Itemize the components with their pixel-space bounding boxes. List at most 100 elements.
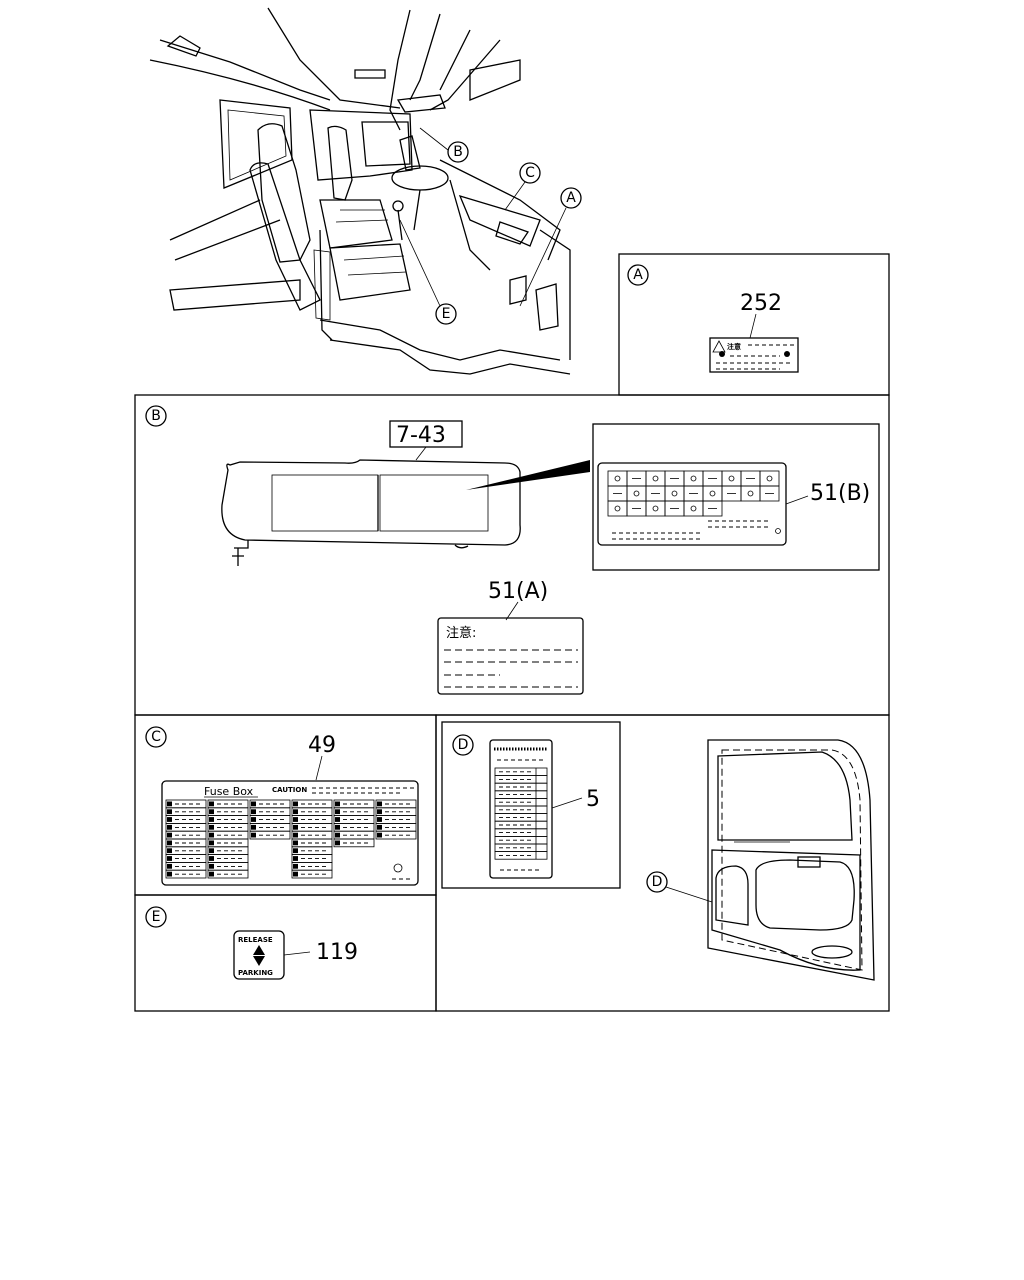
fuse-marker [335,817,340,822]
panel-a: A 252 注意 [618,253,890,396]
part-number-7-43: 7-43 [396,423,446,448]
fuse-marker [293,840,298,846]
fuse-marker [293,871,298,877]
indicator-cell [607,500,628,517]
svg-text:E: E [152,909,161,925]
fuse-slot [375,830,417,840]
svg-text:A: A [633,267,643,283]
indicator-symbol [709,490,716,497]
sun-visor [221,459,521,566]
indicator-cell [702,485,723,502]
fuse-marker [377,824,382,830]
part-number-49: 49 [308,733,336,758]
indicator-cell [683,500,704,517]
indicator-symbol [728,475,735,482]
fuse-marker [377,817,382,822]
indicator-cell [759,470,780,487]
indicator-cell [740,485,761,502]
panel-c: C 49 Fuse Box CAUTION [134,714,437,896]
fuse-marker [167,871,172,877]
callout-a: A [519,187,582,307]
fuse-marker [335,809,340,815]
indicator-cell [645,470,666,487]
fuse-marker [293,848,298,854]
label-51a: 注意: [437,617,584,695]
fuse-marker [209,817,214,822]
part-number-5: 5 [586,787,600,812]
indicator-cell [664,485,685,502]
fuse-marker [167,832,172,838]
cab-interior-illustration [149,7,571,375]
svg-text:A: A [566,190,576,206]
fuse-marker [335,832,340,838]
fuse-marker [167,817,172,822]
fuse-marker [293,817,298,822]
door-illustration [707,739,875,981]
fuse-marker [335,824,340,830]
fuse-marker [293,824,298,830]
fuse-marker [167,856,172,861]
fuse-marker [167,840,172,846]
svg-text:C: C [151,729,161,745]
panel-d: D 5 D [435,714,890,1012]
indicator-cell [607,470,628,487]
fuse-marker [209,856,214,861]
svg-text:D: D [652,874,663,890]
fuse-marker [209,832,214,838]
svg-text:CAUTION: CAUTION [272,786,307,794]
svg-text:E: E [442,306,451,322]
fuse-marker [209,871,214,877]
door-label-5 [489,739,553,879]
fuse-marker [209,801,214,807]
indicator-cell [626,485,647,502]
caution-label-252: 注意 [709,337,799,373]
indicator-symbol [652,475,659,482]
svg-text:注意: 注意 [727,342,741,351]
fuse-marker [251,809,256,815]
fuse-marker [335,801,340,807]
fuse-marker [167,863,172,869]
indicator-cell [645,500,666,517]
fuse-marker [251,832,256,838]
svg-text:Fuse Box: Fuse Box [204,785,254,798]
fuse-marker [293,809,298,815]
part-number-51b: 51(B) [810,481,870,506]
indicator-symbol [690,505,697,512]
fuse-marker [167,824,172,830]
spec-row [494,851,548,860]
parking-brake-label: RELEASE PARKING [233,930,285,980]
indicator-cell [683,470,704,487]
indicator-symbol [633,490,640,497]
fuse-slot [165,869,207,879]
part-number-252: 252 [740,291,782,316]
fuse-marker [293,863,298,869]
fuse-slot [333,838,375,848]
part-number-119: 119 [316,940,358,965]
svg-text:C: C [525,165,535,181]
fuse-slot [249,830,291,840]
fuse-marker [209,840,214,846]
fuse-marker [209,848,214,854]
fuse-marker [377,832,382,838]
fuse-marker [335,840,340,846]
indicator-symbol [614,505,621,512]
fuse-marker [167,809,172,815]
fuse-marker [209,824,214,830]
indicator-symbol [652,505,659,512]
indicator-symbol [614,475,621,482]
fuse-marker [251,824,256,830]
svg-text:D: D [458,737,469,753]
fuse-marker [293,832,298,838]
callout-b: B [419,127,469,163]
svg-text:注意:: 注意: [446,625,476,641]
part-number-51a: 51(A) [488,579,548,604]
indicator-cell [702,500,723,517]
indicator-symbol [766,475,773,482]
indicator-cell [759,485,780,502]
fuse-marker [167,801,172,807]
svg-text:RELEASE: RELEASE [238,936,273,944]
fuse-marker [209,809,214,815]
indicator-symbol [671,490,678,497]
callout-c: C [504,162,541,211]
panel-b: B 7-43 51(B) 51(A) [134,394,890,716]
